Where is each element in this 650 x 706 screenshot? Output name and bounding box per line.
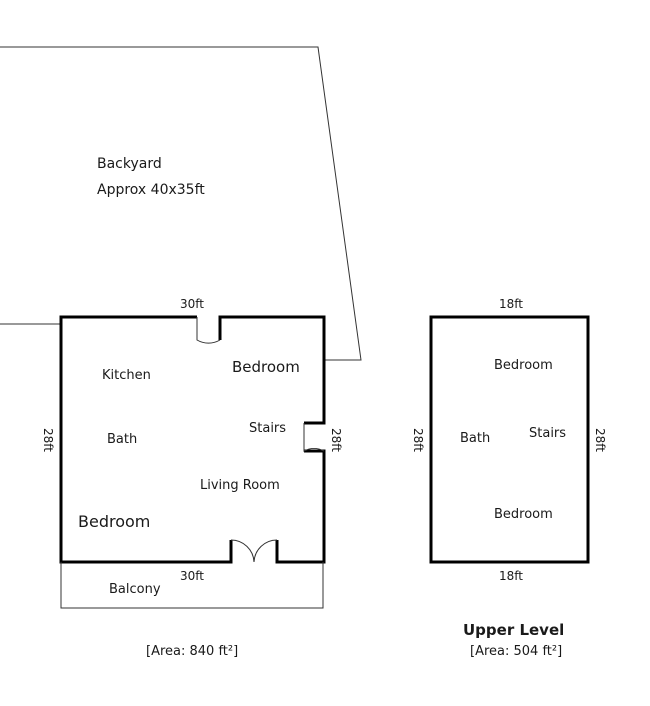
lower-bottom-dimension: 30ft — [180, 569, 204, 583]
balcony-label: Balcony — [109, 582, 161, 597]
upper-level-title: Upper Level — [463, 621, 564, 639]
room-kitchen: Kitchen — [102, 368, 151, 383]
upper-right-dimension: 28ft — [593, 428, 607, 452]
lower-area: [Area: 840 ft²] — [146, 644, 238, 659]
front-door-left-swing — [230, 539, 255, 563]
room-bedroom-lower-top: Bedroom — [232, 358, 300, 376]
top-door-swing — [196, 317, 221, 344]
room-bath-lower: Bath — [107, 432, 137, 447]
room-bedroom-upper-top: Bedroom — [494, 358, 553, 373]
upper-area: [Area: 504 ft²] — [470, 644, 562, 659]
upper-level-walls — [429, 315, 590, 564]
room-bedroom-lower-bottom: Bedroom — [78, 512, 150, 531]
front-door-right-swing — [253, 539, 278, 563]
room-stairs-lower: Stairs — [249, 421, 286, 436]
upper-top-dimension: 18ft — [499, 297, 523, 311]
room-bath-upper: Bath — [460, 431, 490, 446]
room-living-room: Living Room — [200, 478, 280, 493]
room-bedroom-upper-bottom: Bedroom — [494, 507, 553, 522]
balcony-outline — [60, 562, 324, 609]
upper-bottom-dimension: 18ft — [499, 569, 523, 583]
backyard-title: Backyard — [97, 156, 162, 172]
backyard-outline — [0, 46, 362, 361]
side-door-swing — [303, 423, 325, 452]
lower-right-dimension: 28ft — [329, 428, 343, 452]
lower-left-dimension: 28ft — [41, 428, 55, 452]
upper-left-dimension: 28ft — [411, 428, 425, 452]
lower-level-doors — [196, 317, 325, 563]
backyard-size: Approx 40x35ft — [97, 182, 205, 198]
room-stairs-upper: Stairs — [529, 426, 566, 441]
lower-top-dimension: 30ft — [180, 297, 204, 311]
